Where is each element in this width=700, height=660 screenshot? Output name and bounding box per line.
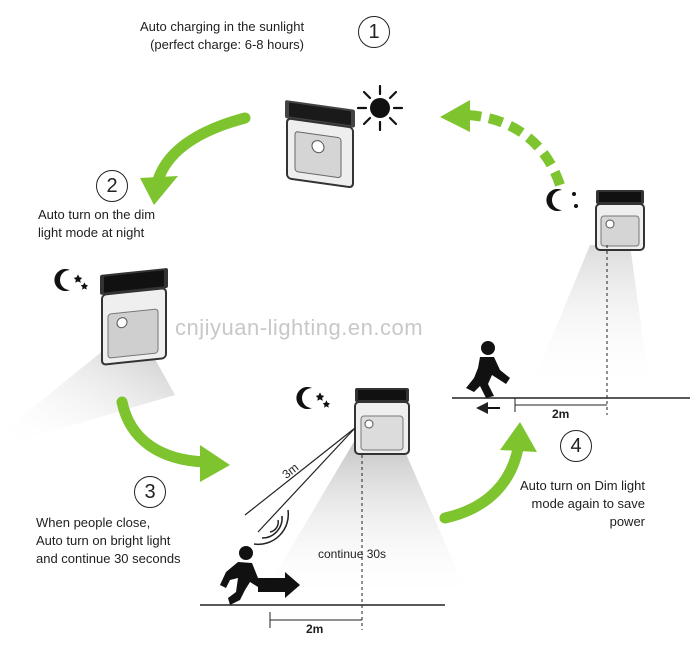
- range-line-top: [244, 427, 356, 516]
- lamp-1: [285, 100, 355, 189]
- step-number-2: 2: [96, 170, 128, 202]
- lamp-4: [595, 190, 645, 251]
- step-3-line-3: and continue 30 seconds: [36, 551, 181, 566]
- step-4-line-1: Auto turn on Dim light: [520, 478, 646, 493]
- step-1-line-2: (perfect charge: 6-8 hours): [150, 37, 304, 52]
- beam-lamp-4: [530, 245, 650, 390]
- lamp-3: [354, 388, 410, 455]
- arrow-1-to-2-head: [140, 176, 178, 205]
- arrow-3-to-4-head: [500, 422, 537, 452]
- step-3-line-1: When people close,: [36, 515, 151, 530]
- arrow-4-to-1: [467, 110, 565, 187]
- step-4-text: Auto turn on Dim light mode again to sav…: [520, 477, 645, 531]
- moon-icon-lamp-3: [296, 387, 330, 409]
- arrow-1-to-2: [152, 112, 251, 186]
- moon-icon-lamp-2: [54, 269, 88, 291]
- step-2-line-1: Auto turn on the dim: [38, 207, 156, 222]
- arrow-3-to-4: [439, 442, 524, 524]
- distance-right-label: 2m: [552, 407, 570, 421]
- runner-icon-right: [466, 341, 510, 398]
- step-number-3: 3: [134, 476, 166, 508]
- continue-label: continue 30s: [318, 547, 387, 561]
- step-4-line-3: power: [609, 514, 646, 529]
- arrow-4-to-1-head: [440, 100, 470, 132]
- step-1-text: Auto charging in the sunlight (perfect c…: [140, 18, 304, 54]
- moon-icon-lamp-4: [546, 189, 578, 211]
- beam-lamp-2: [5, 345, 175, 445]
- distance-bottom-label: 2m: [306, 622, 324, 636]
- step-2-text: Auto turn on the dim light mode at night: [38, 206, 155, 242]
- step-3-text: When people close, Auto turn on bright l…: [36, 514, 181, 568]
- step-number-1: 1: [358, 16, 390, 48]
- step-number-4: 4: [560, 430, 592, 462]
- arrow-2-to-3-head: [200, 445, 230, 482]
- sensor-waves: [253, 509, 290, 546]
- arrow-right-bottom: [258, 572, 300, 598]
- lamp-2: [100, 268, 168, 366]
- step-1-line-1: Auto charging in the sunlight: [140, 19, 305, 34]
- runner-icon-bottom: [220, 546, 270, 605]
- step-2-line-2: light mode at night: [38, 225, 145, 240]
- beam-lamp-3: [260, 440, 470, 600]
- step-4-line-2: mode again to save: [531, 496, 646, 511]
- watermark: cnjiyuan-lighting.en.com: [175, 315, 424, 340]
- sun-icon: [356, 84, 404, 132]
- range-line-bottom: [257, 427, 356, 533]
- arrow-2-to-3: [116, 396, 211, 468]
- step-3-line-2: Auto turn on bright light: [36, 533, 171, 548]
